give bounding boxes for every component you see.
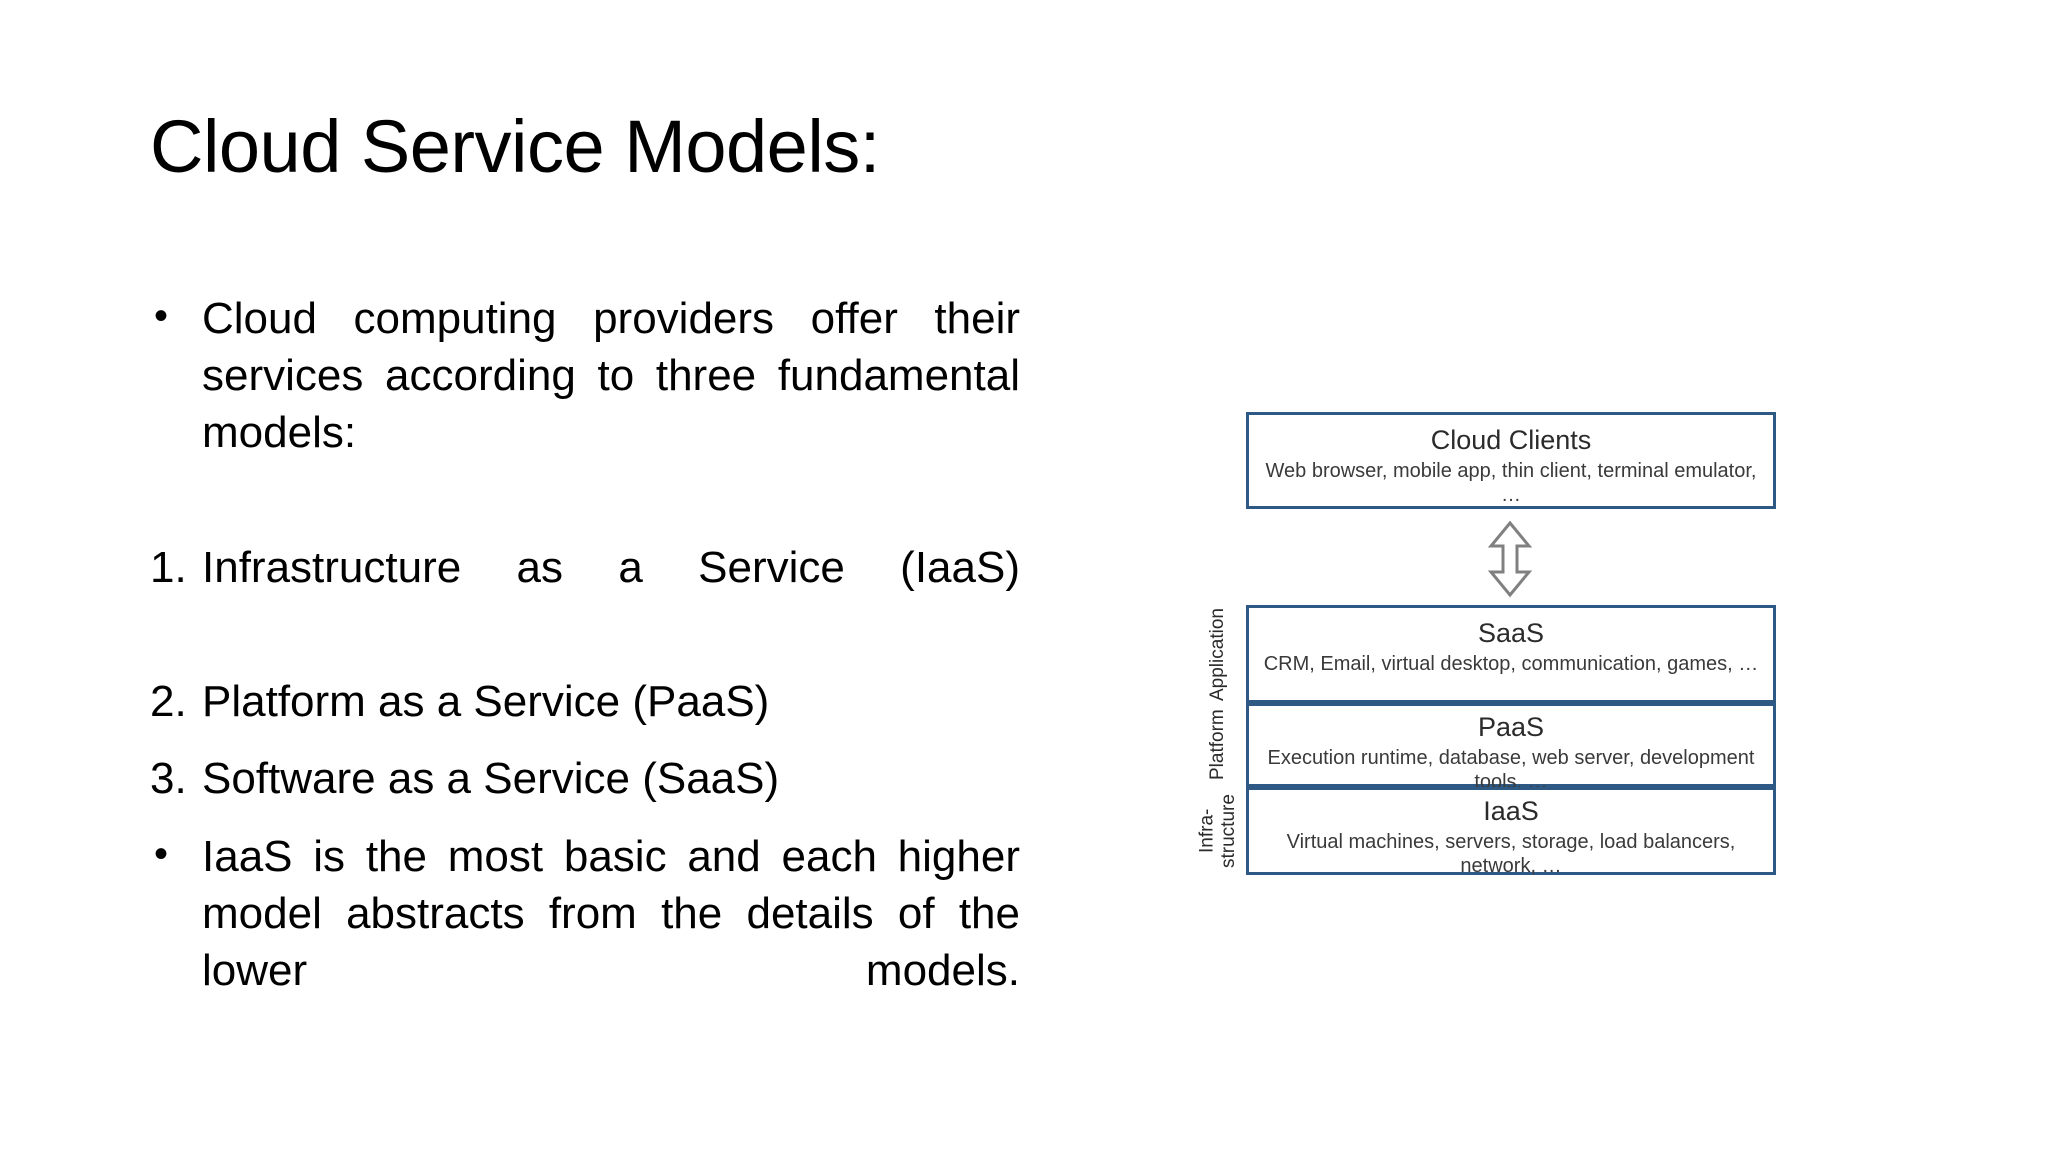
diagram-box-cloud-clients-title: Cloud Clients: [1430, 425, 1592, 455]
diagram-side-label-application: Application: [1207, 608, 1229, 702]
slide-body: • Cloud computing providers offer their …: [150, 290, 1020, 1056]
bullet-marker: •: [154, 294, 169, 338]
body-list-item-1: 1. Infrastructure as a Service (IaaS): [150, 539, 1020, 653]
diagram-box-saas-subtitle: CRM, Email, virtual desktop, communicati…: [1263, 652, 1759, 675]
body-paragraph-2-text: IaaS is the most basic and each higher m…: [202, 831, 1020, 995]
body-list-item-3-text: Software as a Service (SaaS): [202, 754, 780, 804]
cloud-service-models-diagram: Cloud Clients Web browser, mobile app, t…: [1196, 412, 1796, 952]
body-list-item-2: 2. Platform as a Service (PaaS): [150, 673, 1020, 730]
diagram-box-paas: PaaS Execution runtime, database, web se…: [1246, 703, 1776, 793]
page-title: Cloud Service Models:: [150, 105, 880, 188]
body-list-item-3: 3. Software as a Service (SaaS): [150, 750, 1020, 807]
body-paragraph-2: • IaaS is the most basic and each higher…: [150, 828, 1020, 1057]
diagram-box-cloud-clients-subtitle: Web browser, mobile app, thin client, te…: [1265, 459, 1757, 507]
diagram-box-iaas-subtitle: Virtual machines, servers, storage, load…: [1286, 830, 1736, 878]
list-number-marker: 2.: [150, 677, 187, 727]
diagram-box-saas: SaaS CRM, Email, virtual desktop, commun…: [1246, 605, 1776, 703]
body-list-item-2-text: Platform as a Service (PaaS): [202, 677, 770, 727]
diagram-box-iaas-title: IaaS: [1483, 796, 1539, 826]
list-number-marker: 1.: [150, 542, 187, 592]
diagram-side-label-platform: Platform: [1207, 709, 1229, 781]
bullet-marker: •: [154, 831, 169, 876]
body-paragraph-1-text: Cloud computing providers offer their se…: [202, 294, 1020, 458]
body-list-item-1-text: Infrastructure as a Service (IaaS): [202, 542, 1020, 592]
diagram-side-label-infrastructure: Infra- structure: [1196, 794, 1239, 868]
double-headed-vertical-arrow-icon: [1484, 520, 1536, 598]
diagram-box-iaas: IaaS Virtual machines, servers, storage,…: [1246, 787, 1776, 877]
list-number-marker: 3.: [150, 754, 187, 804]
body-paragraph-1: • Cloud computing providers offer their …: [150, 290, 1020, 519]
diagram-box-cloud-clients: Cloud Clients Web browser, mobile app, t…: [1246, 412, 1776, 509]
diagram-box-paas-title: PaaS: [1477, 712, 1545, 742]
diagram-box-saas-title: SaaS: [1477, 618, 1545, 648]
